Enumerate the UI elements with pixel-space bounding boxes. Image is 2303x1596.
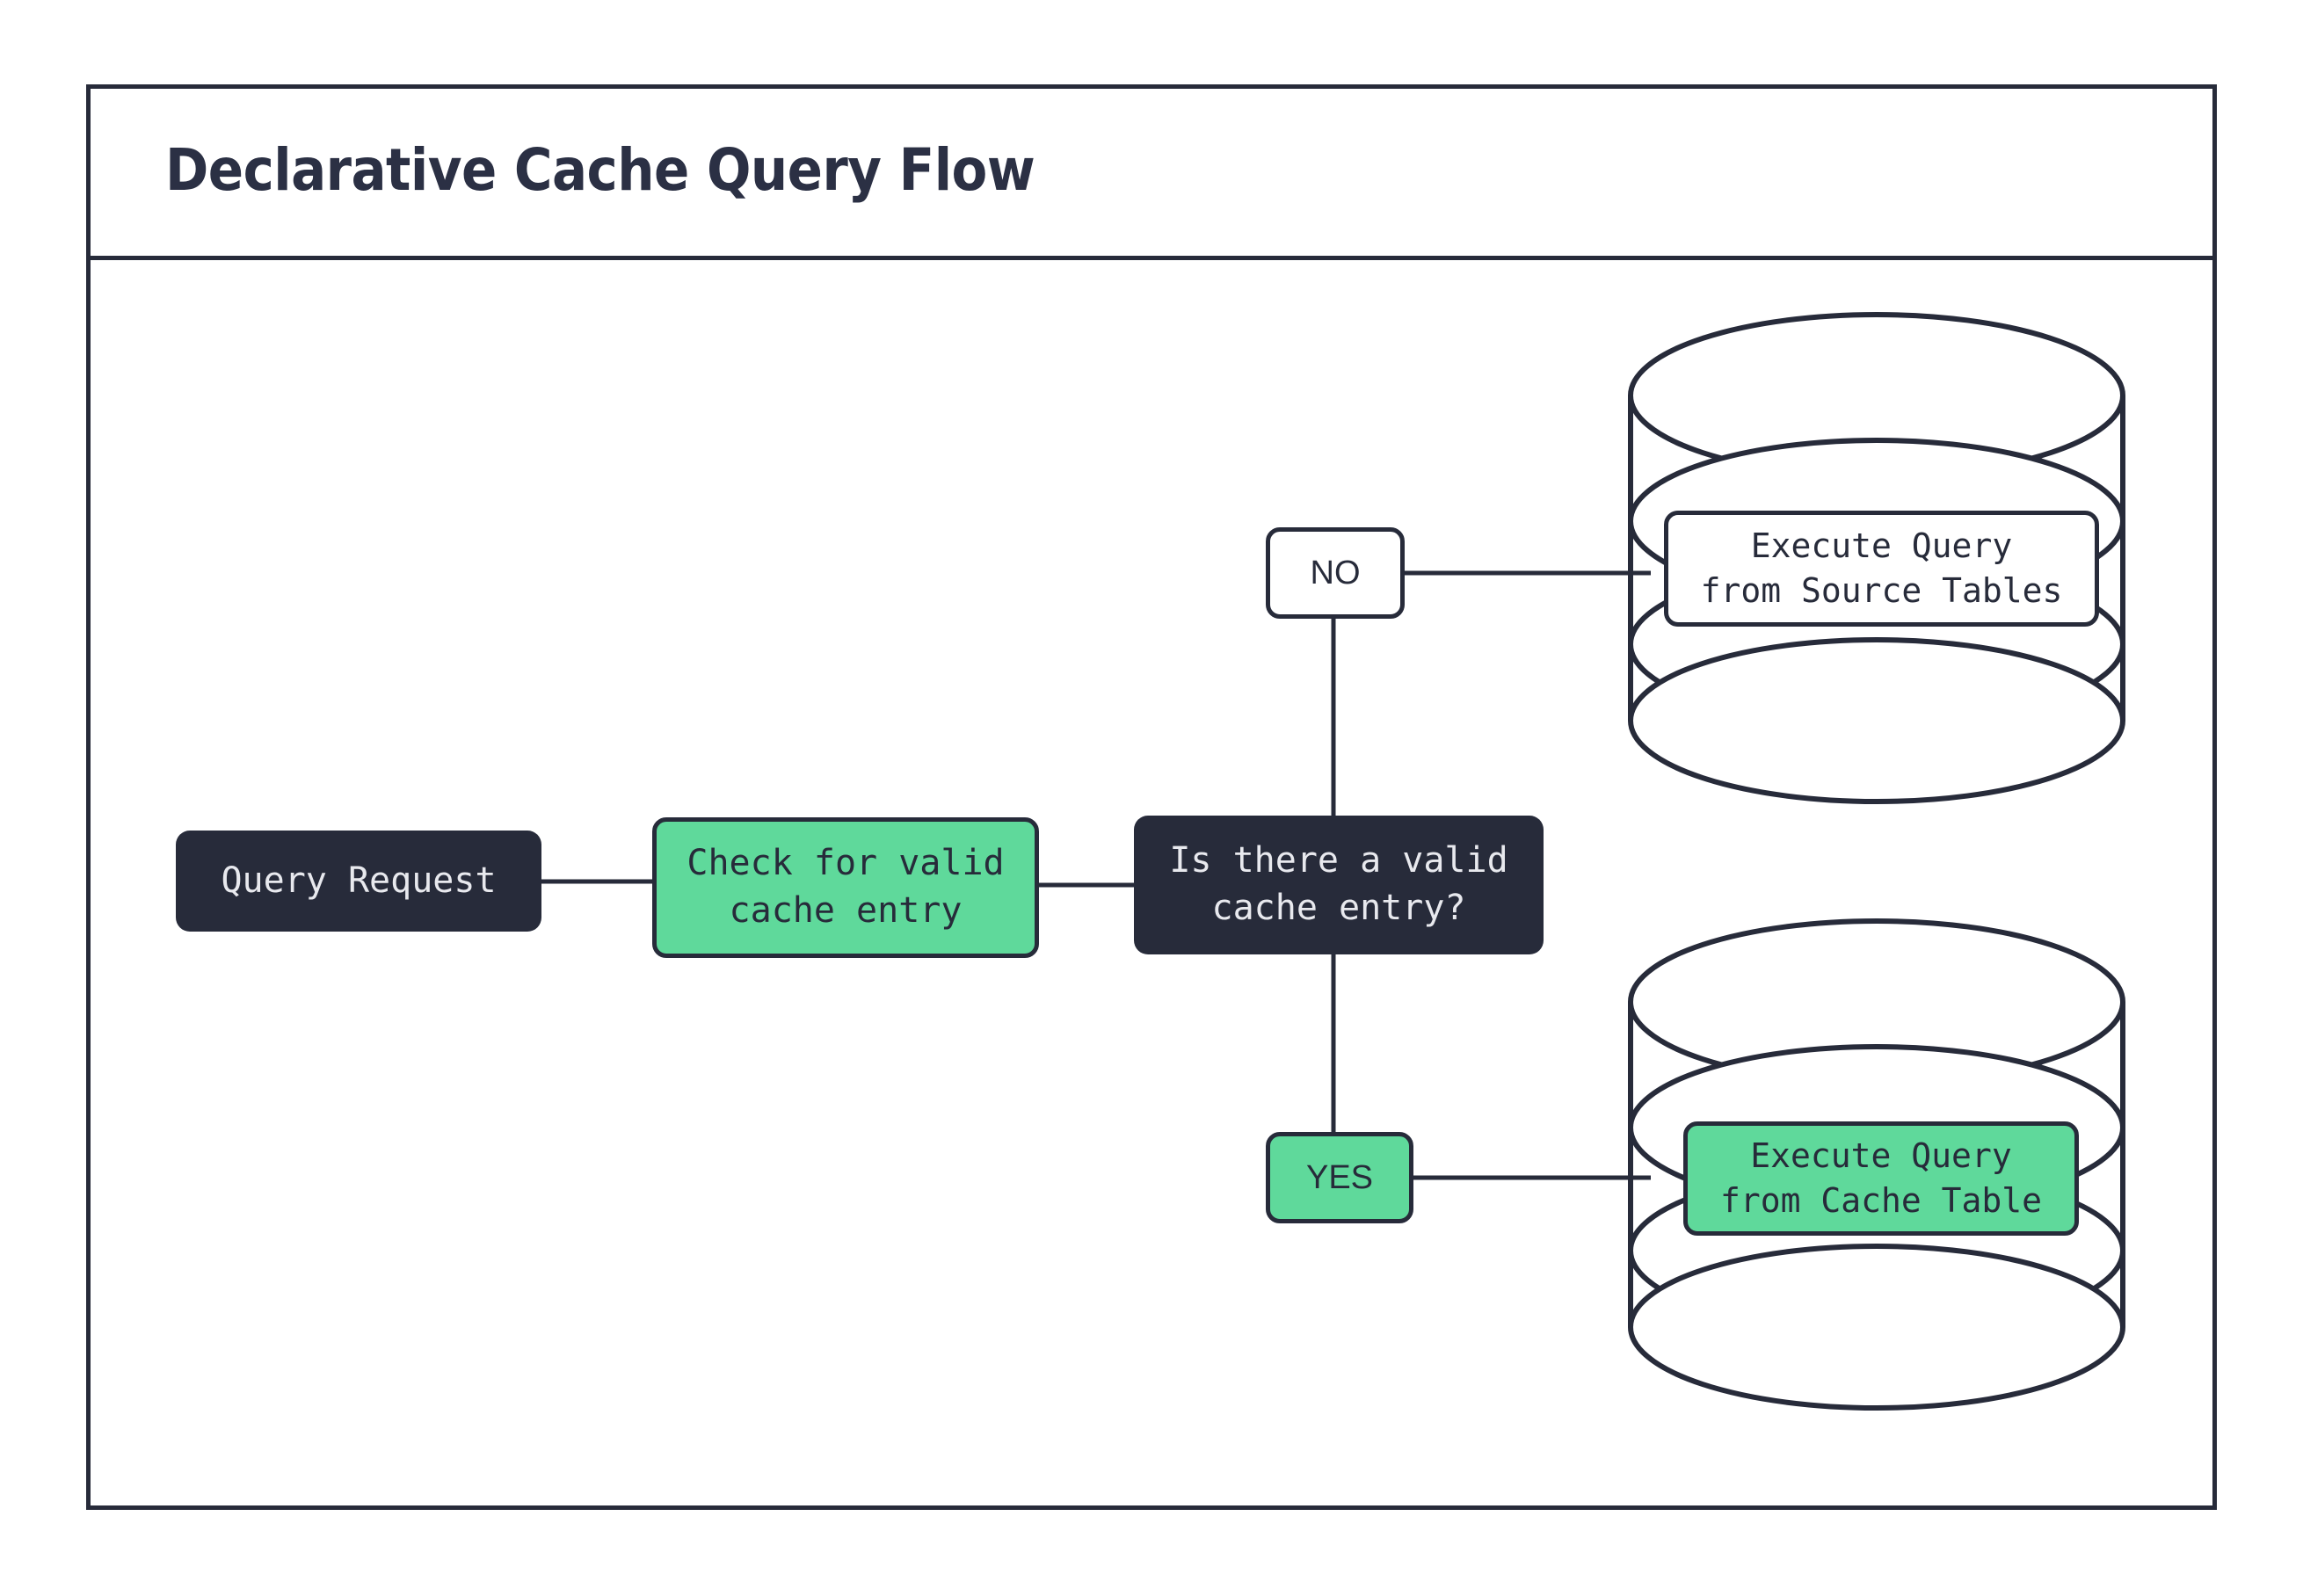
- page-title: Declarative Cache Query Flow: [165, 136, 1035, 204]
- edge-label-no[interactable]: NO: [1266, 527, 1405, 619]
- title-bar: Declarative Cache Query Flow: [86, 84, 2217, 260]
- edge-label-yes[interactable]: YES: [1266, 1132, 1413, 1223]
- node-decision-valid-cache-entry[interactable]: Is there a valid cache entry?: [1134, 816, 1544, 954]
- node-execute-query-from-source-tables[interactable]: Execute Query from Source Tables: [1664, 511, 2099, 627]
- node-execute-query-from-cache-table[interactable]: Execute Query from Cache Table: [1683, 1121, 2079, 1236]
- node-query-request[interactable]: Query Request: [176, 831, 541, 932]
- node-check-for-valid-cache-entry[interactable]: Check for valid cache entry: [652, 817, 1039, 958]
